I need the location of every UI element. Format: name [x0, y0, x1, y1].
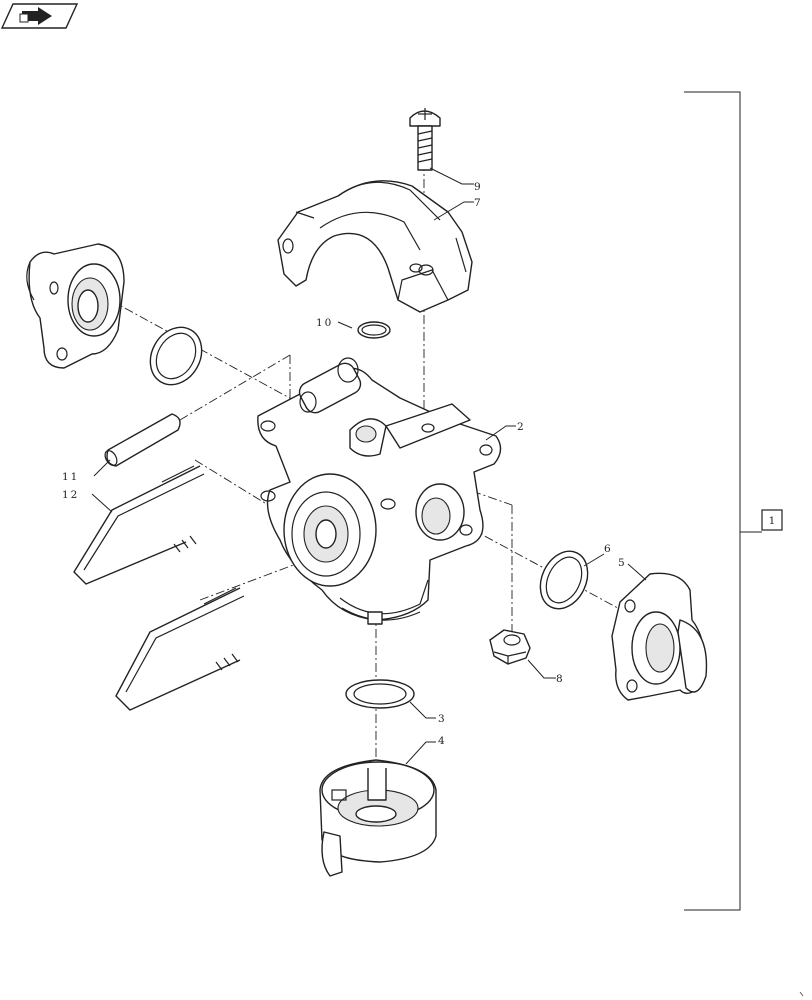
callout-11: 11: [62, 471, 79, 483]
pin: [104, 413, 181, 467]
screw: [409, 108, 441, 171]
callout-7: 7: [474, 197, 483, 209]
o-ring-small: [357, 321, 391, 339]
callout-12: 12: [62, 489, 79, 501]
hex-nut: [489, 629, 531, 665]
washer: [345, 679, 415, 709]
callout-5: 5: [618, 557, 627, 569]
leader-lines: [91, 167, 647, 765]
callout-labels: 9 7 10 2 11 12 6 5 8 3 4: [62, 181, 627, 747]
left-seal-ring: [149, 326, 203, 386]
valve-body: [257, 357, 502, 625]
u-bolt-upper: [73, 465, 205, 585]
page-arrow-icon[interactable]: [0, 3, 79, 29]
u-bolt-lower: [115, 587, 245, 711]
right-fitting: [611, 572, 708, 701]
callout-4: 4: [438, 735, 447, 747]
callout-10: 10: [316, 317, 333, 329]
callout-2: 2: [517, 421, 526, 433]
callout-8: 9: [474, 181, 483, 193]
assembly-label-box: 1: [761, 509, 783, 531]
cap-nut: [319, 759, 437, 877]
callout-3: 3: [438, 713, 447, 725]
corner-mark: [799, 991, 804, 997]
assembly-bracket: [684, 91, 762, 911]
callout-6: 6: [604, 543, 613, 555]
right-seal-ring: [539, 550, 589, 610]
saddle-clamp: [277, 180, 473, 313]
left-fitting: [26, 243, 125, 369]
assembly-label: 1: [769, 515, 776, 527]
callout-9: 8: [556, 673, 565, 685]
